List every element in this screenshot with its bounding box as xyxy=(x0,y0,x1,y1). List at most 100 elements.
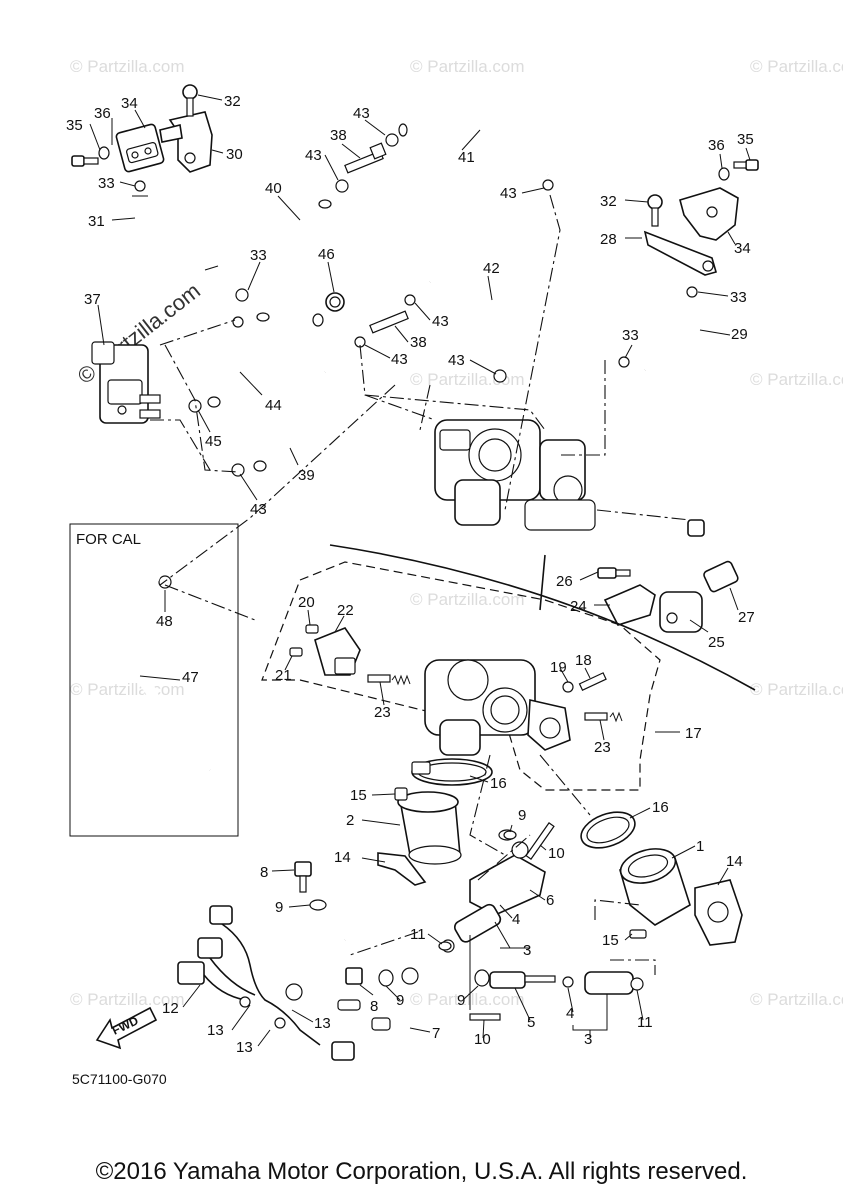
callout-15: 15 xyxy=(350,787,367,804)
watermark: © Partzilla.com xyxy=(750,370,843,389)
fuel-hose-7 xyxy=(314,936,470,1031)
inset-box xyxy=(69,523,239,837)
callout-4: 4 xyxy=(566,1005,574,1022)
hose-44 xyxy=(207,313,324,408)
fitting-38-upper xyxy=(344,142,387,174)
callout-6: 6 xyxy=(546,892,554,909)
callout-43: 43 xyxy=(353,105,370,122)
callout-43: 43 xyxy=(305,147,322,164)
callout-14: 14 xyxy=(726,853,743,870)
callout-33: 33 xyxy=(250,247,267,264)
callout-31: 31 xyxy=(88,213,105,230)
callout-10: 10 xyxy=(474,1031,491,1048)
callout-34: 34 xyxy=(734,240,751,257)
callout-43: 43 xyxy=(448,352,465,369)
callout-28: 28 xyxy=(600,231,617,248)
callout-37: 37 xyxy=(84,291,101,308)
callout-14: 14 xyxy=(334,849,351,866)
gasket-14-right xyxy=(694,879,743,946)
callout-33: 33 xyxy=(98,175,115,192)
hose-27 xyxy=(687,519,747,593)
intake-joint-1 xyxy=(618,848,691,926)
callout-13: 13 xyxy=(314,1015,331,1032)
callout-41: 41 xyxy=(458,149,475,166)
callout-3: 3 xyxy=(523,942,531,959)
hose-29 xyxy=(643,298,695,374)
fwd-arrow: FWD xyxy=(95,1006,158,1050)
callout-38: 38 xyxy=(330,127,347,144)
callout-30: 30 xyxy=(226,146,243,163)
callout-27: 27 xyxy=(738,609,755,626)
callout-13: 13 xyxy=(236,1039,253,1056)
clamps xyxy=(134,133,698,589)
callout-18: 18 xyxy=(575,652,592,669)
callout-5: 5 xyxy=(527,1014,535,1031)
watermark: © Partzilla.com xyxy=(70,57,185,76)
callout-43: 43 xyxy=(500,185,517,202)
injector-3-lower xyxy=(562,971,644,995)
callout-26: 26 xyxy=(556,573,573,590)
callout-33: 33 xyxy=(730,289,747,306)
throttle-body-top xyxy=(434,419,596,531)
callout-8: 8 xyxy=(260,864,268,881)
callout-40: 40 xyxy=(265,180,282,197)
callout-46: 46 xyxy=(318,246,335,263)
callout-25: 25 xyxy=(708,634,725,651)
fuel-pipe-5 xyxy=(489,971,556,989)
bracket-assembly-left xyxy=(71,84,213,173)
clamp-16-right xyxy=(580,811,636,849)
callout-38: 38 xyxy=(410,334,427,351)
watermark: © Partzilla.com xyxy=(410,590,525,609)
callout-8: 8 xyxy=(370,998,378,1015)
watermark: © Partzilla.com xyxy=(70,680,185,699)
callout-36: 36 xyxy=(708,137,725,154)
leader-lines xyxy=(89,94,751,1047)
hose-31 xyxy=(132,195,219,271)
callout-19: 19 xyxy=(550,659,567,676)
callout-32: 32 xyxy=(600,193,617,210)
callout-48: 48 xyxy=(156,613,173,630)
callout-4: 4 xyxy=(512,911,520,928)
reference-lines xyxy=(150,194,691,975)
callout-15: 15 xyxy=(602,932,619,949)
divider-tick xyxy=(539,554,546,611)
callout-43: 43 xyxy=(250,501,267,518)
callout-22: 22 xyxy=(337,602,354,619)
callout-34: 34 xyxy=(121,95,138,112)
callout-29: 29 xyxy=(731,326,748,343)
fitting-38-lower xyxy=(369,310,409,334)
callout-39: 39 xyxy=(298,467,315,484)
callout-13: 13 xyxy=(207,1022,224,1039)
callout-21: 21 xyxy=(275,667,292,684)
callout-1: 1 xyxy=(696,838,704,855)
delivery-pipe-6 xyxy=(469,822,555,916)
callout-9: 9 xyxy=(457,992,465,1009)
inset-for-cal: FOR CAL xyxy=(69,523,239,837)
valve-37 xyxy=(91,341,161,424)
callout-36: 36 xyxy=(94,105,111,122)
callout-35: 35 xyxy=(737,131,754,148)
callout-10: 10 xyxy=(548,845,565,862)
wire-harness-12 xyxy=(177,905,355,1061)
callout-11: 11 xyxy=(637,1014,653,1031)
callout-20: 20 xyxy=(298,594,315,611)
callout-23: 23 xyxy=(594,739,611,756)
watermark: © Partzilla.com xyxy=(750,990,843,1009)
inset-label: FOR CAL xyxy=(76,531,141,548)
callout-7: 7 xyxy=(432,1025,440,1042)
callout-45: 45 xyxy=(205,433,222,450)
bracket-assembly-right xyxy=(643,159,759,276)
callout-9: 9 xyxy=(275,899,283,916)
clamp-16-upper xyxy=(411,758,493,786)
callout-16: 16 xyxy=(652,799,669,816)
bolts-washers xyxy=(294,830,647,1021)
watermark: © Partzilla.com xyxy=(750,680,843,699)
section-divider xyxy=(329,544,756,691)
watermark: © Partzilla.com xyxy=(410,990,525,1009)
gasket-14-left xyxy=(377,852,427,886)
intake-joint-2 xyxy=(394,787,462,865)
callout-33: 33 xyxy=(622,327,639,344)
callout-43: 43 xyxy=(432,313,449,330)
callout-23: 23 xyxy=(374,704,391,721)
callout-47: 47 xyxy=(182,669,199,686)
